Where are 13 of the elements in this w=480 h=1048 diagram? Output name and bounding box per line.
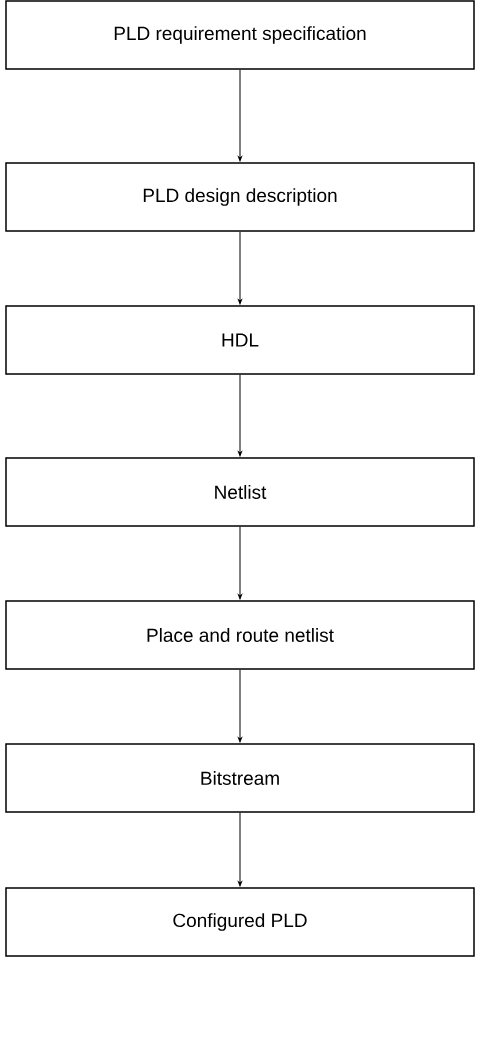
process-box: Configured PLD — [5, 887, 475, 957]
process-box: HDL — [5, 305, 475, 375]
arrow — [238, 526, 242, 600]
process-box: Netlist — [5, 457, 475, 527]
process-box: PLD requirement specification — [5, 0, 475, 70]
arrow — [238, 69, 242, 162]
arrow — [238, 374, 242, 457]
arrow — [238, 231, 242, 305]
process-box: PLD design description — [5, 162, 475, 232]
process-box: Place and route netlist — [5, 600, 475, 670]
arrow — [238, 812, 242, 887]
process-box: Bitstream — [5, 743, 475, 813]
arrow — [238, 669, 242, 743]
